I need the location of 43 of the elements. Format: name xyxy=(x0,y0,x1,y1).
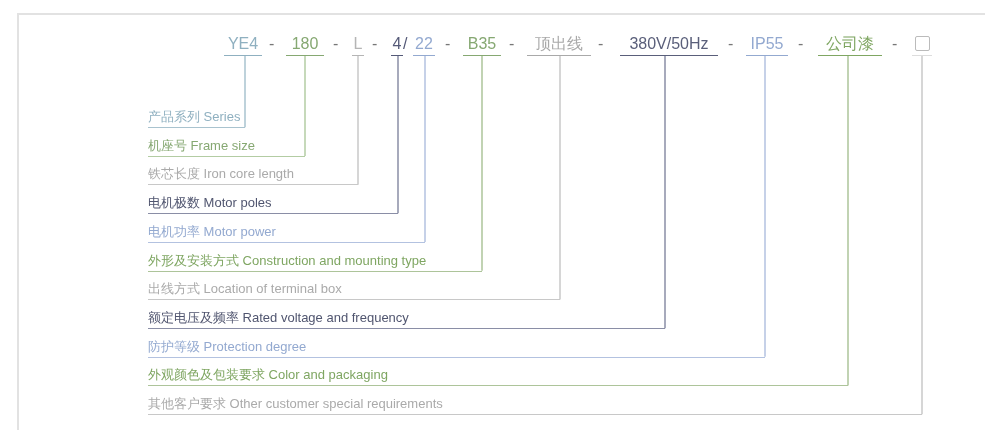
description-label: 额定电压及频率 Rated voltage and frequency xyxy=(148,308,665,329)
separator: - xyxy=(598,34,604,54)
description-label: 防护等级 Protection degree xyxy=(148,337,765,358)
code-segment: 顶出线 xyxy=(527,34,591,56)
connector-line xyxy=(921,55,923,415)
description-label: 铁芯长度 Iron core length xyxy=(148,165,358,186)
connector-line xyxy=(424,55,426,243)
description-label: 出线方式 Location of terminal box xyxy=(148,280,560,301)
code-segment: 22 xyxy=(413,34,435,56)
code-segment: YE4 xyxy=(224,34,262,56)
separator: - xyxy=(269,34,275,54)
connector-line xyxy=(664,55,666,329)
separator: - xyxy=(372,34,378,54)
connector-line xyxy=(397,55,399,215)
description-label: 外形及安装方式 Construction and mounting type xyxy=(148,251,482,272)
description-label: 外观颜色及包装要求 Color and packaging xyxy=(148,366,848,387)
separator: - xyxy=(509,34,515,54)
code-segment: 180 xyxy=(286,34,324,56)
connector-line xyxy=(559,55,561,301)
description-label: 其他客户要求 Other customer special requirements xyxy=(148,395,922,415)
separator: - xyxy=(445,34,451,54)
description-label: 机座号 Frame size xyxy=(148,136,305,157)
description-label: 产品系列 Series xyxy=(148,108,245,128)
separator-slash: / xyxy=(403,34,408,54)
code-segment: IP55 xyxy=(746,34,788,56)
code-segment xyxy=(912,34,932,56)
separator: - xyxy=(333,34,339,54)
connector-line xyxy=(847,55,849,387)
code-segment: L xyxy=(352,34,364,56)
code-segment: 4 xyxy=(391,34,403,56)
connector-line xyxy=(481,55,483,272)
separator: - xyxy=(728,34,734,54)
separator: - xyxy=(892,34,898,54)
description-label: 电机功率 Motor power xyxy=(148,222,425,243)
connector-line xyxy=(244,55,246,128)
connector-line xyxy=(357,55,359,186)
connector-line xyxy=(304,55,306,157)
code-segment: 380V/50Hz xyxy=(620,34,718,56)
code-segment: 公司漆 xyxy=(818,34,882,56)
code-segment: B35 xyxy=(463,34,501,56)
separator: - xyxy=(798,34,804,54)
connector-line xyxy=(764,55,766,358)
description-label: 电机极数 Motor poles xyxy=(148,194,398,215)
